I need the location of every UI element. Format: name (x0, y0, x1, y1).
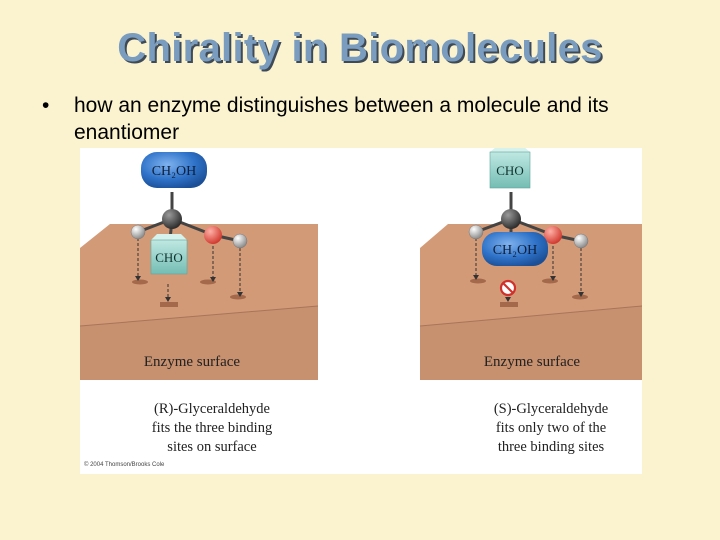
right-surface-label: Enzyme surface (484, 354, 581, 370)
left-hydroxyl-hydrogen (232, 233, 248, 249)
bullet-text: how an enzyme distinguishes between a mo… (74, 94, 609, 144)
right-ch2oh-group (482, 232, 548, 266)
left-oxygen-atom (204, 226, 222, 244)
left-enzyme-surface-front (80, 306, 318, 380)
right-enzyme-surface-front (420, 306, 642, 380)
right-binding-site-4 (572, 294, 588, 300)
left-binding-site-1 (132, 279, 148, 285)
right-carbon-atom (501, 209, 521, 229)
left-cho-label: CHO (155, 250, 182, 265)
left-panel: CH₂OH CHO Enzyme surface (80, 152, 319, 380)
right-cho-label: CHO (496, 163, 523, 178)
left-cho-top (151, 234, 187, 240)
bullet-point: • how an enzyme distinguishes between a … (42, 92, 702, 146)
right-cho-group (489, 151, 531, 189)
left-surface-label: Enzyme surface (144, 354, 241, 370)
slide-title: Chirality in Biomolecules (117, 26, 603, 70)
left-ch2oh-label: CH₂OH (152, 164, 197, 179)
right-caption: (S)-Glyceraldehyde fits only two of the … (451, 400, 651, 457)
bullet-marker: • (42, 94, 50, 117)
left-caption-line-1: (R)-Glyceraldehyde (154, 401, 270, 417)
right-hydroxyl-hydrogen (573, 233, 589, 249)
left-ch2oh-group (141, 152, 207, 188)
right-binding-site-2 (500, 302, 518, 307)
right-binding-site-3 (542, 278, 558, 284)
enzyme-chirality-figure: CH₂OH CHO Enzyme surface (80, 148, 642, 474)
left-carbon-atom (162, 209, 182, 229)
left-caption-line-2: fits the three binding (151, 420, 273, 436)
left-enzyme-surface-top (80, 224, 318, 326)
left-hydrogen-atom (130, 224, 146, 240)
right-caption-line-2: fits only two of the (495, 420, 607, 436)
left-binding-site-4 (230, 294, 246, 300)
copyright-notice: © 2004 Thomson/Brooks Cole (84, 462, 165, 468)
right-caption-line-1: (S)-Glyceraldehyde (493, 401, 609, 417)
left-caption: (R)-Glyceraldehyde fits the three bindin… (112, 400, 312, 457)
right-ch2oh-label: CH₂OH (493, 243, 538, 258)
no-fit-icon (499, 279, 517, 297)
left-binding-site-3 (200, 279, 216, 285)
left-binding-site-2 (160, 302, 178, 307)
right-oxygen-atom (544, 226, 562, 244)
left-cho-group (150, 239, 188, 275)
left-caption-line-3: sites on surface (167, 439, 257, 455)
right-cho-top (490, 148, 530, 152)
figure-illustration: CH₂OH CHO Enzyme surface (80, 148, 642, 380)
right-hydrogen-atom (468, 224, 484, 240)
right-binding-site-1 (470, 278, 486, 284)
right-caption-line-3: three binding sites (497, 439, 605, 455)
right-panel: CHO CH₂OH Enzyme surface (419, 148, 642, 380)
